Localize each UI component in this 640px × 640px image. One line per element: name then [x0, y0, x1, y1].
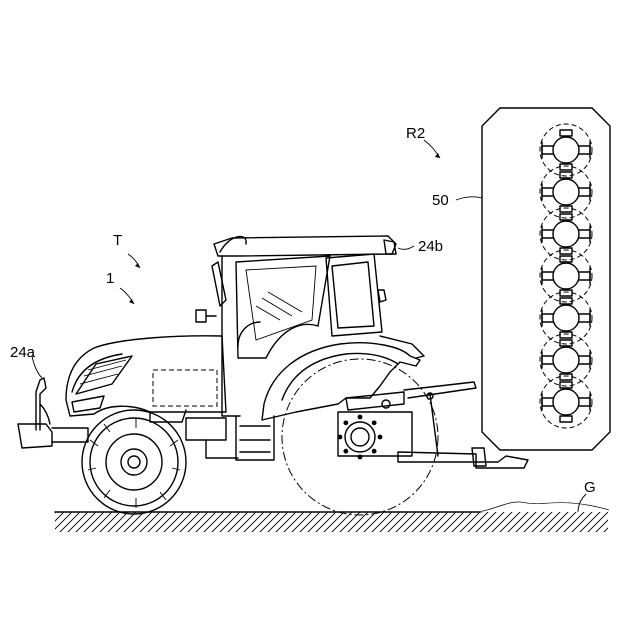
label-ground: G — [584, 479, 596, 496]
label-front-weight: 24a — [10, 344, 36, 361]
ground-surface — [55, 502, 608, 532]
rear-wheel-outline — [282, 359, 438, 515]
label-implement-unit: R2 — [406, 125, 425, 142]
label-cutter-unit: 50 — [432, 192, 449, 209]
label-tractor-body: 1 — [106, 270, 114, 287]
tractor-body — [18, 236, 476, 462]
cutter-implement — [472, 108, 610, 468]
label-tractor: T — [113, 232, 122, 249]
label-rear-light: 24b — [418, 238, 443, 255]
front-wheel — [82, 410, 186, 514]
